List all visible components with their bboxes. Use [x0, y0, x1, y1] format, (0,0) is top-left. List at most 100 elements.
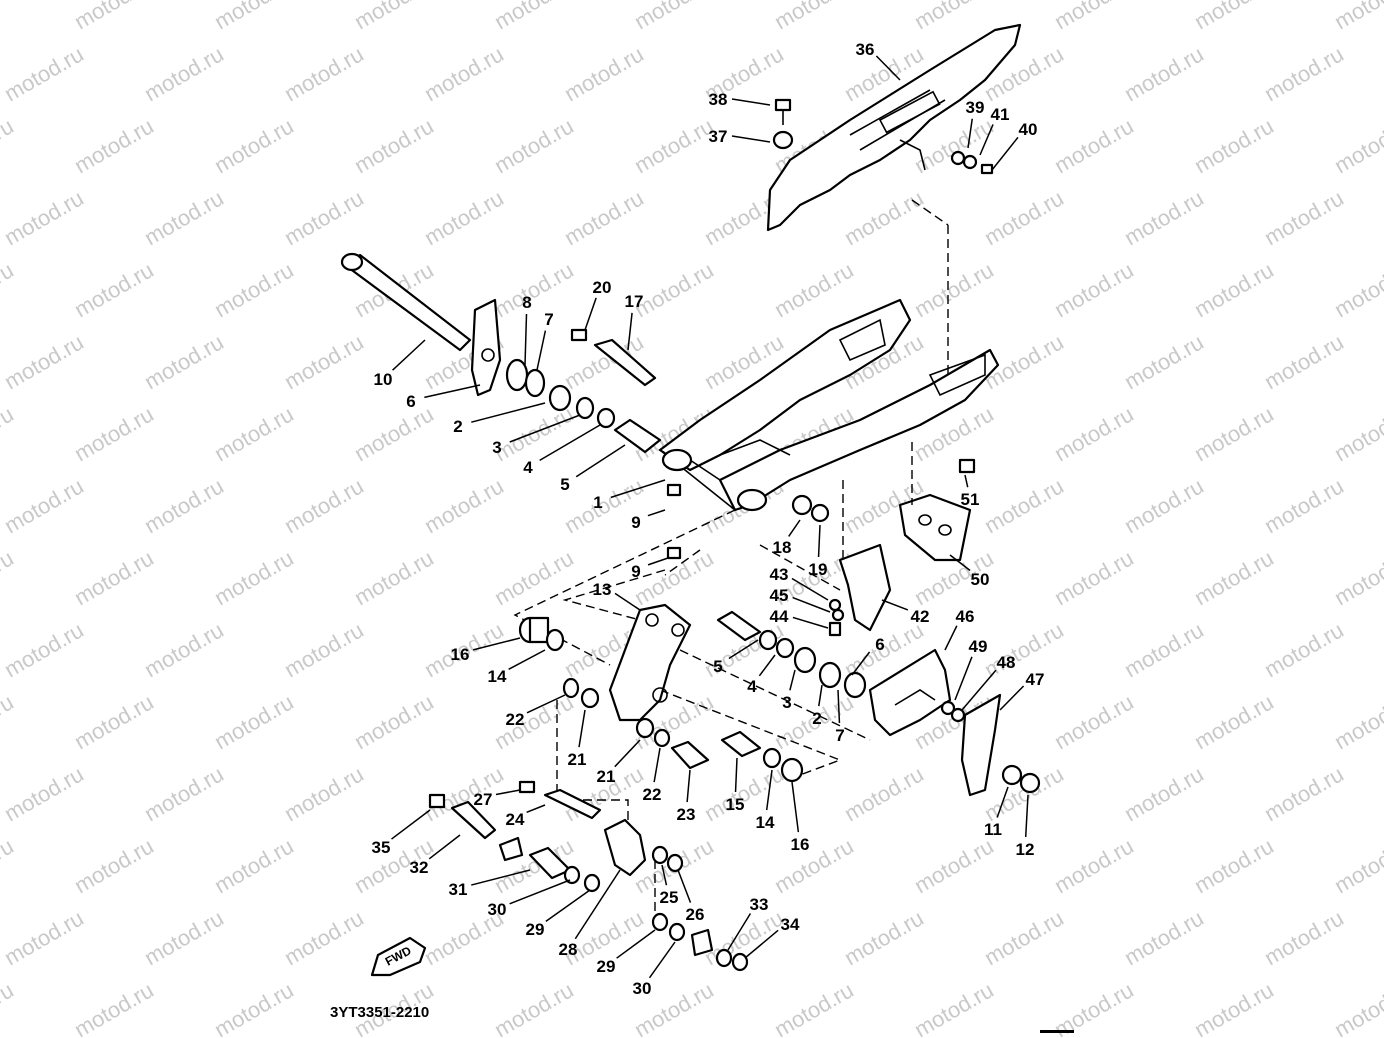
watermark-text: motod.ru: [770, 257, 858, 322]
chain-guard: [766, 23, 1022, 232]
watermark-text: motod.ru: [1120, 617, 1208, 682]
watermark-text: motod.ru: [0, 905, 88, 970]
callout-label-33: 33: [750, 895, 769, 914]
callout-leader-12: [1024, 794, 1029, 838]
callout-leader-29: [545, 889, 591, 923]
callout-leader-46: [944, 625, 958, 651]
callout-leader-4: [758, 654, 776, 677]
watermark-text: motod.ru: [840, 761, 928, 826]
callout-leader-25: [661, 864, 668, 886]
link-28: [603, 818, 647, 877]
watermark-text: motod.ru: [280, 185, 368, 250]
watermark-text: motod.ru: [1190, 545, 1278, 610]
watermark-text: motod.ru: [210, 689, 298, 754]
callout-leader-35: [391, 809, 431, 840]
callout-label-16: 16: [791, 835, 810, 854]
watermark-text: motod.ru: [1120, 905, 1208, 970]
callout-leader-50: [949, 554, 971, 572]
callout-label-23: 23: [677, 805, 696, 824]
callout-label-16: 16: [451, 645, 470, 664]
watermark-text: motod.ru: [980, 185, 1068, 250]
bolt-38: [774, 98, 792, 125]
watermark-text: motod.ru: [420, 185, 508, 250]
watermark-text: motod.ru: [210, 0, 298, 34]
watermark-text: motod.ru: [1050, 401, 1138, 466]
watermark-text: motod.ru: [630, 0, 718, 34]
bolt-17: [593, 338, 657, 387]
callout-label-2: 2: [812, 709, 821, 728]
callout-label-14: 14: [756, 813, 775, 832]
watermark-text: motod.ru: [140, 41, 228, 106]
callout-label-50: 50: [971, 570, 990, 589]
callout-label-46: 46: [956, 607, 975, 626]
watermark-text: motod.ru: [1330, 257, 1384, 322]
watermark-text: motod.ru: [140, 473, 228, 538]
watermark-text: motod.ru: [210, 401, 298, 466]
callout-leader-2: [471, 402, 546, 423]
callout-label-36: 36: [856, 40, 875, 59]
guide-line: [911, 199, 949, 226]
collar-15: [720, 730, 762, 758]
bolt-24: [543, 788, 602, 820]
callout-label-17: 17: [625, 292, 644, 311]
callout-leader-44: [792, 616, 829, 629]
watermark-text: motod.ru: [1050, 689, 1138, 754]
watermark-text: motod.ru: [1190, 257, 1278, 322]
chain-slider-50: [898, 493, 972, 562]
watermark-text: motod.ru: [980, 761, 1068, 826]
callout-leader-21: [578, 709, 586, 748]
callout-label-26: 26: [686, 905, 705, 924]
bolt-35: [428, 793, 446, 809]
watermark-text: motod.ru: [910, 977, 998, 1038]
callout-label-4: 4: [523, 458, 533, 477]
callout-label-44: 44: [770, 607, 789, 626]
watermark-text: motod.ru: [70, 113, 158, 178]
collar-14-left: [545, 628, 565, 652]
callout-label-48: 48: [997, 653, 1016, 672]
right-pivot-set: [716, 610, 867, 699]
watermark-text: motod.ru: [0, 185, 88, 250]
plate-6-top: [470, 298, 502, 397]
watermark-text: motod.ru: [210, 833, 298, 898]
watermark-text: motod.ru: [770, 0, 858, 34]
watermark-text: motod.ru: [70, 977, 158, 1038]
bushing-16-left: [518, 616, 550, 644]
callout-label-19: 19: [809, 560, 828, 579]
seals-29-30-bottom: [651, 912, 686, 942]
watermark-text: motod.ru: [1120, 329, 1208, 394]
watermark-text: motod.ru: [910, 0, 998, 34]
collars-14-16-right: [762, 747, 804, 783]
watermark-text: motod.ru: [1050, 833, 1138, 898]
watermark-text: motod.ru: [0, 257, 18, 322]
callout-leader-26: [677, 869, 692, 903]
callout-leader-45: [792, 596, 831, 613]
callout-leader-36: [875, 55, 901, 81]
callout-leader-22: [653, 747, 661, 783]
watermark-text: motod.ru: [210, 113, 298, 178]
callout-label-9: 9: [631, 513, 640, 532]
watermark-text: motod.ru: [1190, 833, 1278, 898]
clip-24: [498, 836, 524, 862]
callout-leader-39: [967, 118, 973, 149]
watermark-text: motod.ru: [0, 977, 18, 1038]
callout-leader-41: [979, 124, 994, 156]
callout-leader-30: [648, 941, 676, 979]
watermark-text: motod.ru: [840, 905, 928, 970]
callout-leader-23: [686, 769, 691, 803]
seals-25-26: [651, 845, 684, 873]
watermark-text: motod.ru: [490, 401, 578, 466]
watermark-text: motod.ru: [1190, 401, 1278, 466]
callout-label-25: 25: [660, 888, 679, 907]
callout-label-7: 7: [835, 726, 844, 745]
callout-label-51: 51: [961, 490, 980, 509]
callout-leader-30: [509, 879, 571, 905]
callout-leader-21: [614, 739, 641, 768]
watermark-text: motod.ru: [1330, 0, 1384, 34]
bolts-43-45-44: [828, 598, 845, 637]
watermark-text: motod.ru: [490, 113, 578, 178]
callout-leader-22: [526, 694, 566, 714]
callout-label-14: 14: [488, 667, 507, 686]
watermark-text: motod.ru: [280, 905, 368, 970]
callout-label-39: 39: [966, 98, 985, 117]
